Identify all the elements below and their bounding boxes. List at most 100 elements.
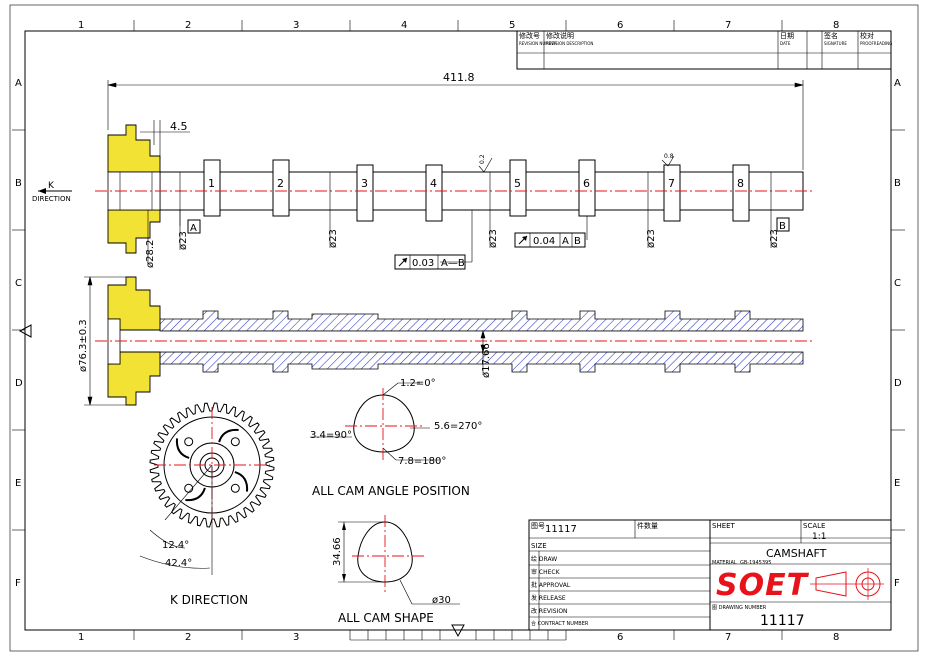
col-label-bottom-2: 2 xyxy=(185,632,191,643)
rev-proof-cn: 校对 xyxy=(860,31,874,40)
gear-bolt-hole-4 xyxy=(230,437,240,447)
diameter-8-text: ø23 xyxy=(769,229,780,248)
lobe-number-1: 1 xyxy=(208,177,215,190)
flange-offset-text: 4.5 xyxy=(170,120,188,133)
runout-2-ref-b: B xyxy=(574,236,581,247)
col-label-top-3: 3 xyxy=(293,20,299,31)
overall-length-dimension xyxy=(107,80,804,170)
gear-angle-1: 12.4° xyxy=(162,540,189,551)
roughness-2-text: 0.8 xyxy=(664,153,674,160)
datum-b-text: B xyxy=(779,221,786,232)
roughness-symbol-2-icon xyxy=(661,155,675,167)
col-label-bottom-6: 6 xyxy=(617,632,623,643)
row-label-left-e: E xyxy=(15,478,21,489)
diameter-7-text: ø23 xyxy=(646,229,657,248)
tb-material-label: MATERIAL xyxy=(712,560,737,566)
lobe-number-6: 6 xyxy=(583,177,590,190)
lobe-number-4: 4 xyxy=(430,177,437,190)
col-label-top-5: 5 xyxy=(509,20,515,31)
row-label-right-e: E xyxy=(894,478,900,489)
tb-row-revision: 改 REVISION xyxy=(531,607,568,615)
tb-logo-text: SOET xyxy=(716,568,810,603)
bore-diameter-text: ø17.66 xyxy=(481,343,492,378)
rev-date-en: DATE xyxy=(780,41,791,46)
k-direction-letter: K xyxy=(48,181,55,191)
col-label-bottom-7: 7 xyxy=(725,632,731,643)
centering-arrow-bottom-icon xyxy=(451,624,465,638)
section-flange xyxy=(107,276,161,406)
title-block xyxy=(528,519,892,631)
runout-1-ref: A—B xyxy=(441,258,465,269)
lobe-number-2: 2 xyxy=(277,177,284,190)
datum-b-box xyxy=(776,217,790,232)
rev-proof-en: PROOFREADING xyxy=(860,41,892,46)
diameter-dims-top xyxy=(147,172,772,265)
tb-part-no: 11117 xyxy=(545,524,577,535)
row-label-left-c: C xyxy=(15,278,22,289)
lobe-number-8: 8 xyxy=(737,177,744,190)
revision-block xyxy=(516,30,892,70)
datum-a-box xyxy=(179,210,201,234)
tb-title: CAMSHAFT xyxy=(766,547,827,560)
row-label-left-f: F xyxy=(15,578,21,589)
datum-a-text: A xyxy=(190,223,197,234)
row-label-right-f: F xyxy=(894,578,900,589)
gear-angle-2: 42.4° xyxy=(165,558,192,569)
rev-sign-cn: 签名 xyxy=(824,31,838,40)
row-label-left-a: A xyxy=(15,78,22,89)
runout-2-ref-a: A xyxy=(562,236,569,247)
runout-frame-1 xyxy=(394,210,473,270)
col-label-top-7: 7 xyxy=(725,20,731,31)
row-label-right-c: C xyxy=(894,278,901,289)
flange-offset-dimension xyxy=(140,120,190,160)
tb-row-check: 审 CHECK xyxy=(531,568,561,576)
cam-shape-diameter: ø30 xyxy=(432,595,451,606)
tb-gross-weight-label: 件数量 xyxy=(637,521,658,530)
tb-material-value: GB-1945395 xyxy=(740,560,771,566)
gear-spoke-2 xyxy=(185,487,206,502)
gear-bolt-hole-1 xyxy=(230,483,240,493)
tb-row-approval: 批 APPROVAL xyxy=(531,581,571,589)
runout-2-value: 0.04 xyxy=(533,236,555,247)
row-label-right-d: D xyxy=(894,378,902,389)
tb-sheet-label: SHEET xyxy=(712,522,736,530)
centering-arrow-left-icon xyxy=(18,324,32,338)
tb-drawing-number: 11117 xyxy=(760,613,805,629)
row-label-right-a: A xyxy=(894,78,901,89)
tb-drawing-number-label: 图 DRAWING NUMBER xyxy=(712,605,767,611)
runout-1-value: 0.03 xyxy=(412,258,434,269)
col-label-bottom-8: 8 xyxy=(833,632,839,643)
col-label-top-6: 6 xyxy=(617,20,623,31)
bore-diameter-dimension xyxy=(480,329,486,375)
diameter-hub-text: ø28.2 xyxy=(145,240,156,268)
cam-angle-profile xyxy=(310,382,440,461)
tb-scale-value: 1:1 xyxy=(812,532,826,542)
row-label-left-b: B xyxy=(15,178,22,189)
projection-symbol-icon xyxy=(810,568,884,600)
outer-border xyxy=(9,4,919,652)
diameter-5-text: ø23 xyxy=(488,229,499,248)
gear-caption: K DIRECTION xyxy=(170,593,248,607)
tb-part-no-label: 图号 xyxy=(531,522,545,530)
cam-shape-caption: ALL CAM SHAPE xyxy=(338,611,434,625)
tb-scale-label: SCALE xyxy=(803,522,825,530)
zone-ticks xyxy=(12,20,905,640)
rev-sign-en: SIGNATURE xyxy=(824,41,847,46)
row-label-left-d: D xyxy=(15,378,23,389)
col-label-bottom-3: 3 xyxy=(293,632,299,643)
gear-spoke-4 xyxy=(218,428,239,443)
gear-spoke-3 xyxy=(175,438,190,459)
section-shaft-hatched xyxy=(159,310,804,373)
tb-row-draw: 绘 DRAW xyxy=(531,555,557,563)
col-label-top-1: 1 xyxy=(78,20,84,31)
outer-diameter-text: ø76.3±0.3 xyxy=(78,319,89,372)
outer-diameter-dimension xyxy=(84,276,130,406)
col-label-top-8: 8 xyxy=(833,20,839,31)
gear-bolt-hole-2 xyxy=(184,483,194,493)
cam-shape-height: 34.66 xyxy=(332,537,343,566)
gear-spoke-1 xyxy=(234,471,249,492)
col-label-top-4: 4 xyxy=(401,20,407,31)
cam-angle-top: 1.2=0° xyxy=(400,378,436,389)
k-direction-arrow xyxy=(38,188,72,194)
